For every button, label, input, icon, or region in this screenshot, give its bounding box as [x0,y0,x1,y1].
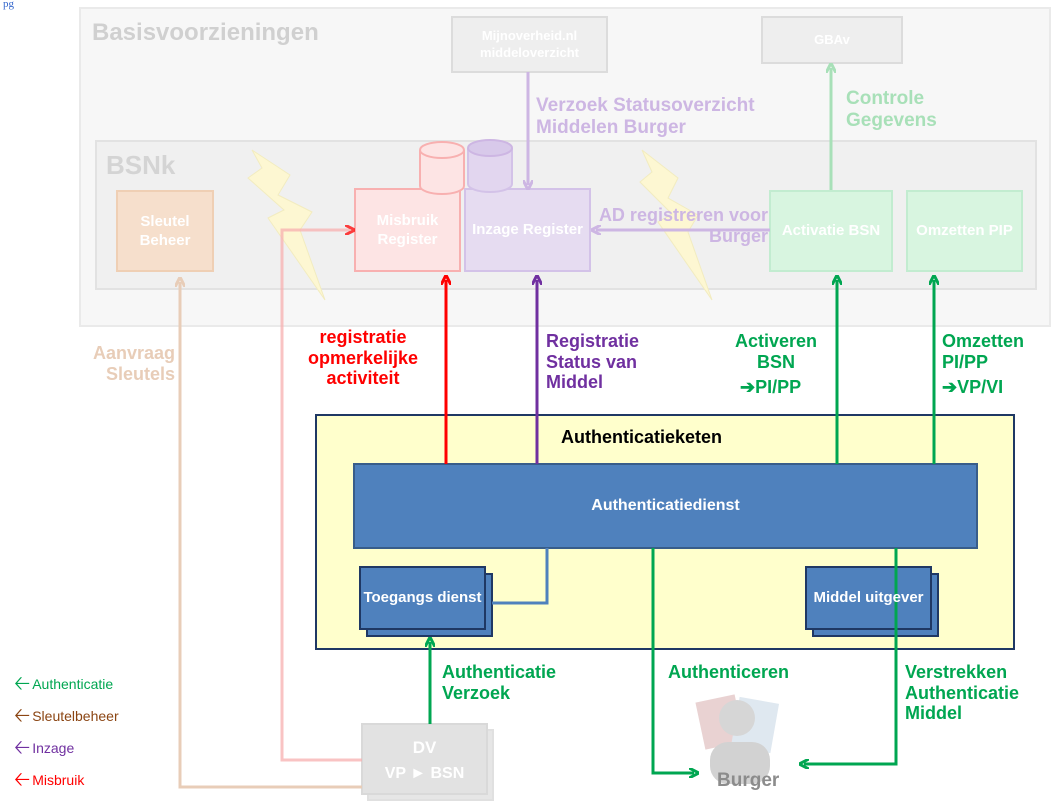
misbruik-faded-line [280,230,362,762]
inzage-register-box [464,188,591,272]
misbruik-register-box [354,188,461,272]
aanvraag-sleutels-label: Aanvraag Sleutels [92,343,175,384]
legend-item-inzage: 🡠 Inzage [14,738,74,758]
burger-label: Burger [717,770,780,791]
toegangsdienst-box [359,566,486,630]
sleutel-beheer-label: Sleutel Beheer [139,212,191,250]
page-label: pg [3,0,14,10]
arrow-left-icon: 🡠 [14,737,31,759]
inzage-register-label: Inzage Register [472,221,583,239]
verstrekken-label: Verstrekken Authenticatie Middel [905,662,1020,724]
registratie-status-label: Registratie Status van Middel [546,331,640,393]
database-icon [467,139,513,193]
activatie-bsn-label: Activatie BSN [781,222,881,240]
legend-label: Sleutelbeheer [32,708,119,724]
omzetten-pipp-sub-label: ➔VP/VI [942,377,1004,397]
authenticatie-verzoek-label: Authenticatie Verzoek [442,662,557,703]
arrow-left-icon: 🡠 [14,705,31,727]
gbav-box [761,16,903,64]
bsnk-title: BSNk [106,150,176,180]
basisvoorzieningen-title: Basisvoorzieningen [92,19,319,46]
gbav-label: GBAv [814,31,850,47]
authenticatieketen-title: Authenticatieketen [561,427,723,447]
toegangsdienst-label: Toegangs dienst [363,589,482,607]
verstrekken-arrow [804,548,898,764]
activeren-bsn-sub-label: ➔PI/PP [740,377,802,397]
legend-item-sleutelbeheer: 🡠 Sleutelbeheer [14,706,119,726]
verzoek-label: Verzoek Statusoverzicht Middelen Burger [536,95,755,138]
authenticeren-label: Authenticeren [668,662,790,682]
lightning-icon [639,149,713,301]
mijnoverheid-label: Mijnoverheid.nl middeloverzicht [480,27,579,60]
authenticeren-arrow [651,548,694,773]
toegang-connector [492,548,549,605]
database-icon [419,141,465,195]
legend-item-authenticatie: 🡠 Authenticatie [14,674,113,694]
legend-item-misbruik: 🡠 Misbruik [14,770,84,790]
sleutel-beheer-box [116,190,214,272]
ad-registreren-label: AD registreren voor Burger [598,205,768,246]
omzetten-pip-box [906,190,1023,272]
burger-person-icon [695,694,780,784]
activeren-bsn-label: Activeren BSN [734,331,818,372]
activatie-bsn-box [769,190,893,272]
registratie-opmerkelijk-label: registratie opmerkelijke activiteit [307,327,419,389]
legend-label: Inzage [32,740,75,756]
dv-sub-label: VP ► BSN [384,764,465,782]
lightning-icon [247,149,326,301]
omzetten-pip-label: Omzetten PIP [916,222,1013,240]
controle-label: Controle Gegevens [846,88,937,131]
arrow-left-icon: 🡠 [14,769,31,791]
authenticatiedienst-label: Authenticatiedienst [591,496,740,514]
legend-label: Authenticatie [32,676,114,692]
middel-uitgever-box [805,566,932,630]
misbruik-register-label: Misbruik Register [376,211,439,249]
sleutelbeheer-line [180,282,362,789]
dv-label: DV [412,737,437,757]
legend-label: Misbruik [32,772,85,788]
omzetten-pipp-label: Omzetten PI/PP [942,331,1025,372]
authenticatiedienst-box [353,463,978,549]
arrow-left-icon: 🡠 [14,673,31,695]
middel-uitgever-label: Middel uitgever [813,589,924,607]
